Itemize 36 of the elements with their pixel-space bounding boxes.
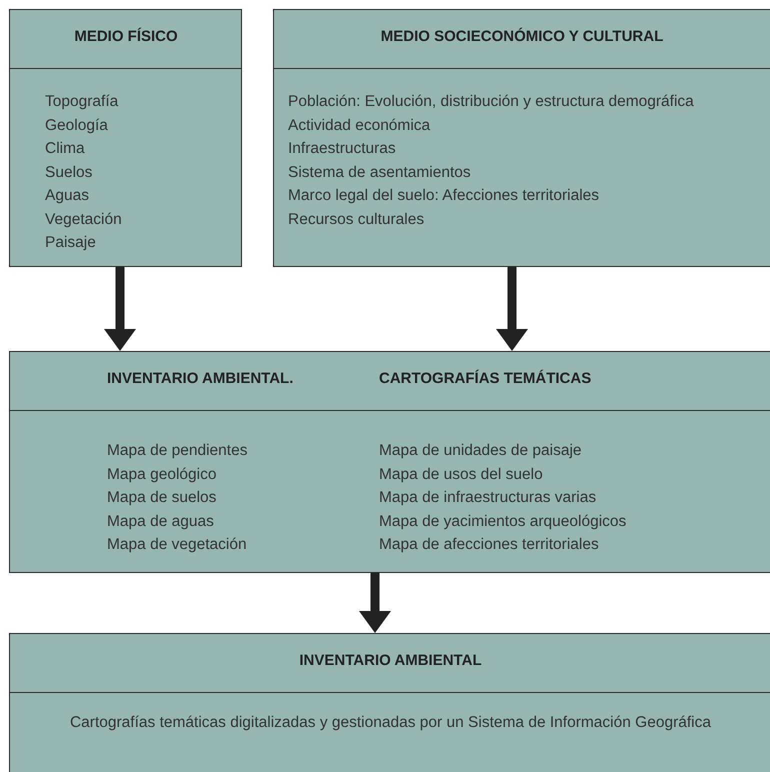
- list-item: Mapa de vegetación: [107, 535, 248, 555]
- list-item: Mapa de usos del suelo: [379, 464, 544, 484]
- list-item: Mapa de unidades de paisaje: [379, 441, 583, 461]
- list-item: Mapa de aguas: [107, 512, 215, 532]
- list-item: Población: Evolución, distribución y estructura demográfica: [288, 92, 695, 112]
- list-item: Mapa geológico: [107, 464, 218, 484]
- list-item: Vegetación: [45, 210, 123, 230]
- box-heading: MEDIO SOCIECONÓMICO Y CULTURAL: [380, 28, 664, 45]
- process-box: [273, 9, 770, 267]
- process-box: [9, 9, 242, 267]
- list-item: Suelos: [45, 162, 94, 182]
- list-item: Recursos culturales: [288, 210, 426, 230]
- list-item: Mapa de infraestructuras varias: [379, 488, 598, 508]
- list-item: Aguas: [45, 186, 90, 206]
- arrow: [359, 573, 391, 633]
- process-box: [9, 351, 770, 573]
- process-box: [9, 633, 770, 772]
- box-heading: CARTOGRAFÍAS TEMÁTICAS: [379, 370, 592, 387]
- list-item: Infraestructuras: [288, 139, 397, 159]
- list-item: Cartografías temáticas digitalizadas y gestionadas por un Sistema de Información Geográfica: [68, 713, 712, 733]
- list-item: Sistema de asentamientos: [288, 162, 472, 182]
- box-heading: INVENTARIO AMBIENTAL.: [107, 370, 294, 387]
- list-item: Actividad económica: [288, 116, 432, 136]
- arrow: [496, 267, 528, 351]
- list-item: Mapa de yacimientos arqueológicos: [379, 512, 628, 532]
- list-item: Clima: [45, 139, 86, 159]
- list-item: Mapa de suelos: [107, 488, 218, 508]
- arrow: [104, 267, 136, 351]
- list-item: Paisaje: [45, 233, 97, 253]
- list-item: Topografía: [45, 92, 120, 112]
- list-item: Geología: [45, 116, 109, 136]
- box-heading: MEDIO FÍSICO: [73, 28, 179, 45]
- box-heading: INVENTARIO AMBIENTAL: [298, 652, 483, 669]
- list-item: Mapa de pendientes: [107, 441, 248, 461]
- list-item: Marco legal del suelo: Afecciones territoriales: [288, 186, 600, 206]
- list-item: Mapa de afecciones territoriales: [379, 535, 600, 555]
